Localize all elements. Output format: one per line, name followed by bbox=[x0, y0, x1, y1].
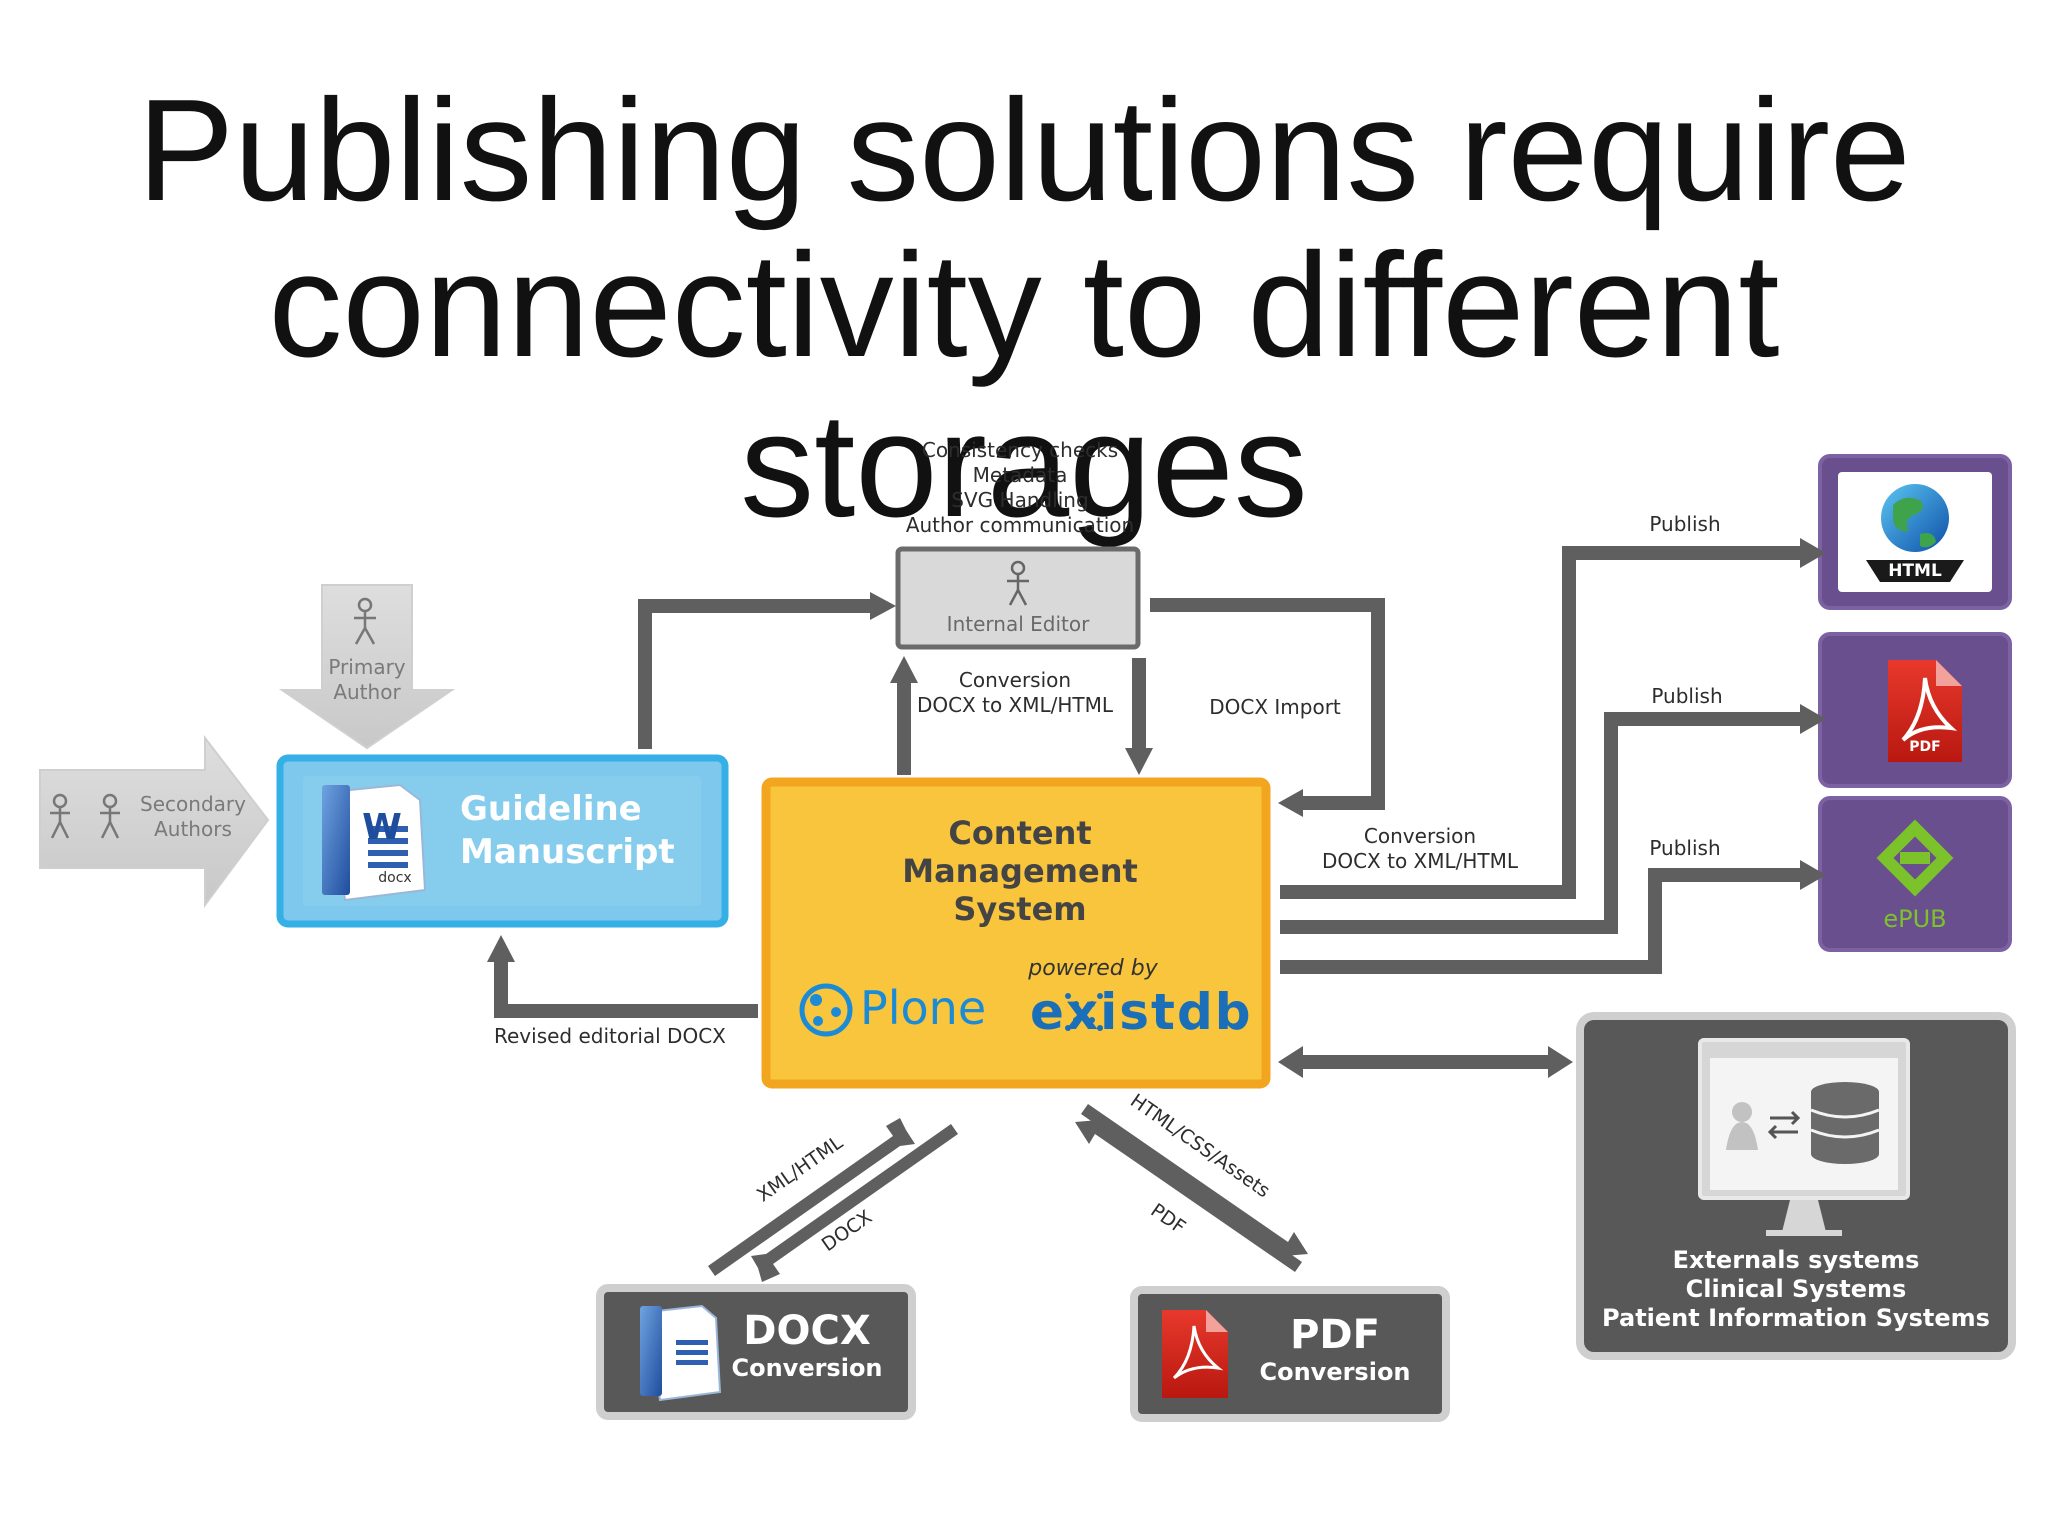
cms-title-label: Content Management System bbox=[830, 814, 1210, 928]
docx-word-icon bbox=[640, 1304, 722, 1402]
externals-label: Externals systems Clinical Systems Patie… bbox=[1586, 1246, 2006, 1333]
slide-title: Publishing solutions require connectivit… bbox=[0, 70, 2048, 546]
publish-pdf-label: Publish bbox=[1651, 684, 1723, 708]
pdf-conversion-line-1: PDF bbox=[1290, 1312, 1380, 1358]
word-doc-icon bbox=[322, 783, 427, 902]
externals-line-3: Patient Information Systems bbox=[1602, 1304, 1990, 1332]
secondary-authors-label: Secondary Authors bbox=[128, 792, 258, 842]
secondary-author-icons bbox=[50, 793, 120, 839]
secondary-authors-line-1: Secondary bbox=[140, 792, 246, 816]
exchange-arrows-icon bbox=[1767, 1110, 1801, 1140]
pdf-conversion-label: PDF Conversion bbox=[1240, 1312, 1430, 1386]
plone-label: Plone bbox=[860, 981, 987, 1035]
conversion-up-line-2: DOCX to XML/HTML bbox=[916, 693, 1114, 717]
publish-html-label: Publish bbox=[1649, 512, 1721, 536]
conversion-up-line-1: Conversion bbox=[958, 668, 1072, 692]
guideline-line-1: Guideline bbox=[460, 789, 642, 829]
pdf-conversion-line-2: Conversion bbox=[1259, 1358, 1411, 1386]
primary-author-icon bbox=[354, 597, 376, 645]
editor-task-2: Metadata bbox=[972, 463, 1068, 487]
cms-box bbox=[761, 777, 1271, 1089]
docx-conversion-line-1: DOCX bbox=[743, 1308, 871, 1354]
internal-editor-label: Internal Editor bbox=[946, 612, 1090, 636]
publish-epub-label: Publish bbox=[1649, 836, 1721, 860]
cms-line-2: Management bbox=[902, 852, 1138, 890]
word-logo-letter: W bbox=[362, 807, 402, 848]
existdb-label: existdb bbox=[1030, 983, 1253, 1041]
primary-author-label: Primary Author bbox=[312, 655, 422, 705]
primary-author-line-2: Author bbox=[333, 680, 401, 704]
flow-arrows bbox=[487, 538, 1826, 1018]
globe-icon bbox=[1881, 484, 1949, 552]
editor-task-3: SVG Handling bbox=[951, 488, 1089, 512]
database-icon bbox=[1811, 1082, 1879, 1164]
editor-task-4: Author communication bbox=[905, 513, 1135, 537]
docx-import-label: DOCX Import bbox=[1209, 695, 1341, 719]
secondary-authors-arrow bbox=[39, 735, 270, 909]
title-line-2: connectivity to different storages bbox=[268, 223, 1780, 548]
bidirectional-arrow bbox=[1278, 1046, 1573, 1078]
conversion-right-line-2: DOCX to XML/HTML bbox=[1321, 849, 1519, 873]
editor-task-1: Consistency checks bbox=[921, 438, 1119, 462]
title-line-1: Publishing solutions require bbox=[137, 69, 1911, 231]
internal-editor-box bbox=[895, 546, 1141, 650]
pdf-badge: PDF bbox=[1909, 739, 1941, 755]
epub-icon bbox=[1876, 819, 1954, 897]
existdb-x-mark bbox=[1065, 993, 1103, 1031]
primary-author-arrow bbox=[278, 584, 456, 750]
docx-badge: docx bbox=[378, 870, 412, 886]
guideline-line-2: Manuscript bbox=[460, 832, 675, 872]
conversion-right-label: Conversion DOCX to XML/HTML bbox=[1300, 824, 1540, 874]
epub-label: ePUB bbox=[1883, 905, 1947, 933]
html-badge: HTML bbox=[1888, 561, 1942, 581]
docx-diagonal-arrows bbox=[708, 1118, 958, 1282]
conversion-up-label: Conversion DOCX to XML/HTML bbox=[900, 668, 1130, 718]
conversion-right-line-1: Conversion bbox=[1363, 824, 1477, 848]
secondary-authors-line-2: Authors bbox=[154, 817, 232, 841]
externals-line-1: Externals systems bbox=[1672, 1246, 1920, 1274]
person-icon bbox=[1726, 1102, 1758, 1150]
docx-conversion-label: DOCX Conversion bbox=[722, 1308, 892, 1382]
primary-author-line-1: Primary bbox=[328, 655, 406, 679]
cms-line-3: System bbox=[953, 890, 1087, 928]
powered-by-label: powered by bbox=[1028, 956, 1158, 981]
internal-editor-icon bbox=[1007, 560, 1029, 606]
editor-tasks-label: Consistency checks Metadata SVG Handling… bbox=[880, 438, 1160, 538]
pdf-diagonal-arrows bbox=[1075, 1104, 1308, 1272]
revised-docx-label: Revised editorial DOCX bbox=[494, 1024, 726, 1048]
plone-logo-icon bbox=[799, 983, 853, 1037]
cms-line-1: Content bbox=[948, 814, 1092, 852]
guideline-manuscript-label: Guideline Manuscript bbox=[460, 788, 700, 874]
docx-conversion-line-2: Conversion bbox=[731, 1354, 883, 1382]
externals-line-2: Clinical Systems bbox=[1685, 1275, 1907, 1303]
